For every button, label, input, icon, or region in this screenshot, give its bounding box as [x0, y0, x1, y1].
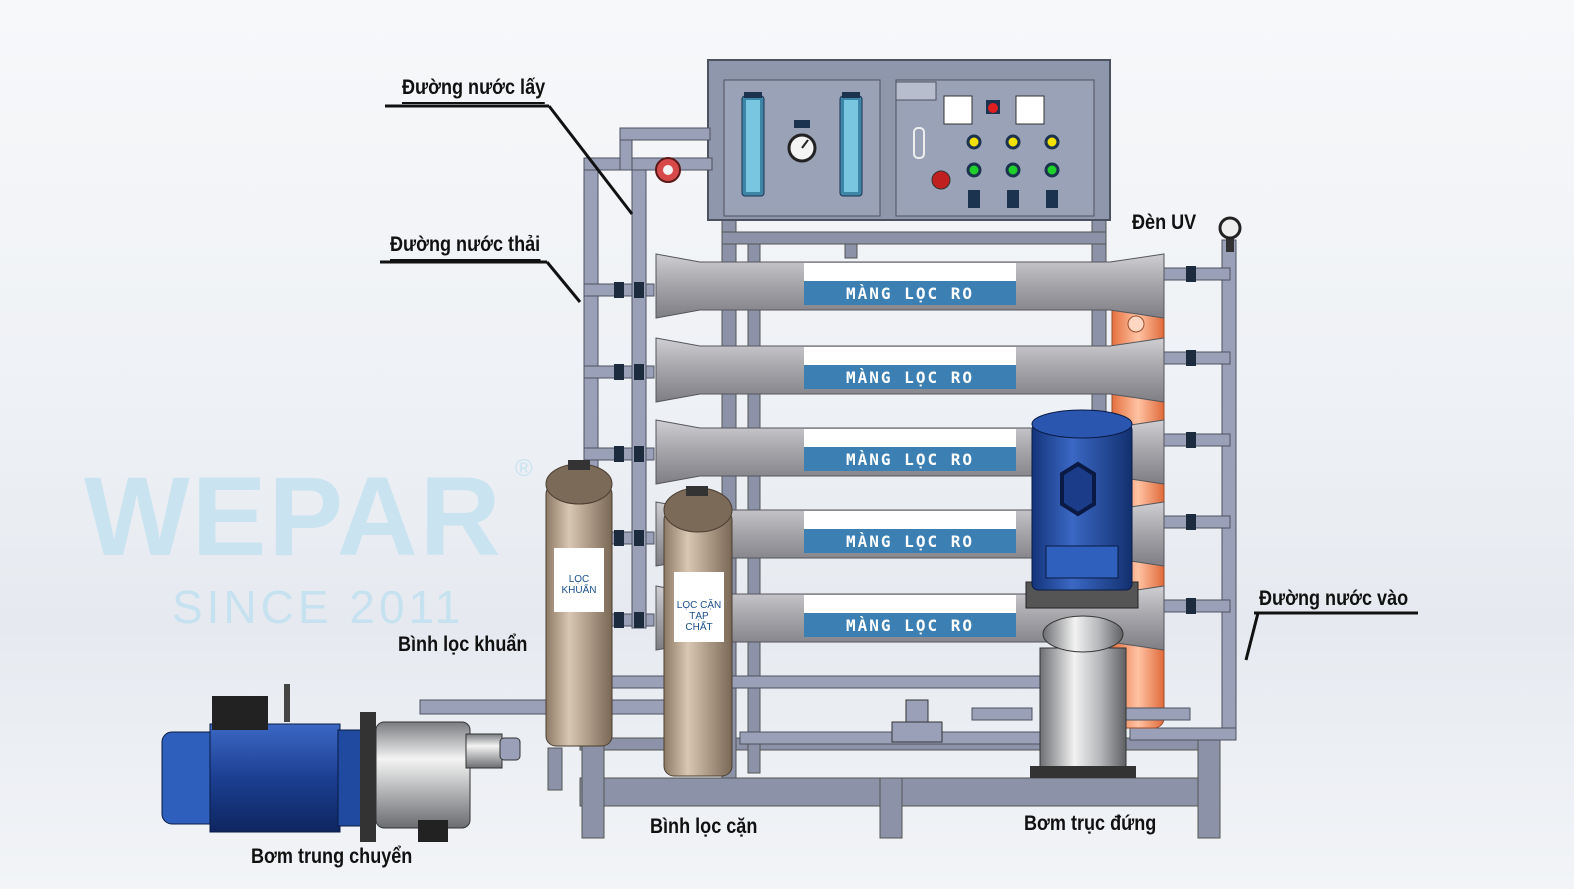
label-product-water-line: Đường nước lấy: [402, 76, 546, 104]
membrane-label: MÀNG LỌC RO: [846, 368, 974, 387]
membrane-housing: [655, 337, 1165, 403]
vertical-pump: [1025, 409, 1139, 778]
watermark-since: SINCE 2011: [172, 581, 465, 633]
pressure-gauge-panel: [787, 120, 817, 163]
membrane-label: MÀNG LỌC RO: [846, 450, 974, 469]
waste-valve: [655, 157, 681, 183]
solenoid-valve: [891, 699, 943, 743]
membrane-label: MÀNG LỌC RO: [846, 616, 974, 635]
bacteria-vessel-tag: LỌC KHUẨN: [561, 574, 597, 596]
sediment-filter-vessel: [663, 486, 733, 777]
membrane-stack: [655, 253, 1165, 651]
label-waste-water-line: Đường nước thải: [390, 233, 541, 261]
membrane-label: MÀNG LỌC RO: [846, 532, 974, 551]
label-vertical-pump: Bơm trục đứng: [1024, 812, 1157, 835]
membrane-label: MÀNG LỌC RO: [846, 284, 974, 303]
membrane-housing: [655, 253, 1165, 319]
inlet-fittings: [1186, 266, 1196, 614]
inlet-pressure-gauge: [1218, 216, 1242, 252]
label-sediment-filter: Bình lọc cặn: [650, 815, 758, 838]
label-bacteria-filter: Bình lọc khuẩn: [398, 633, 528, 656]
flowmeter-left: [741, 92, 765, 197]
leader-lines: [380, 104, 1418, 661]
watermark-brand: WEPAR: [84, 454, 503, 579]
flowmeter-right: [839, 92, 863, 197]
bacteria-filter-vessel: [545, 460, 613, 747]
label-uv-lamp: Đèn UV: [1132, 211, 1197, 234]
indicator-lights: [913, 95, 1060, 208]
manifold-fittings: [614, 282, 644, 628]
sediment-vessel-tag: LỌC CẶN TẠP CHẤT: [676, 600, 722, 633]
label-inlet-water-line: Đường nước vào: [1259, 587, 1409, 610]
label-transfer-pump: Bơm trung chuyển: [251, 845, 413, 868]
watermark-registered: ®: [515, 455, 533, 482]
transfer-pump: [161, 684, 521, 842]
